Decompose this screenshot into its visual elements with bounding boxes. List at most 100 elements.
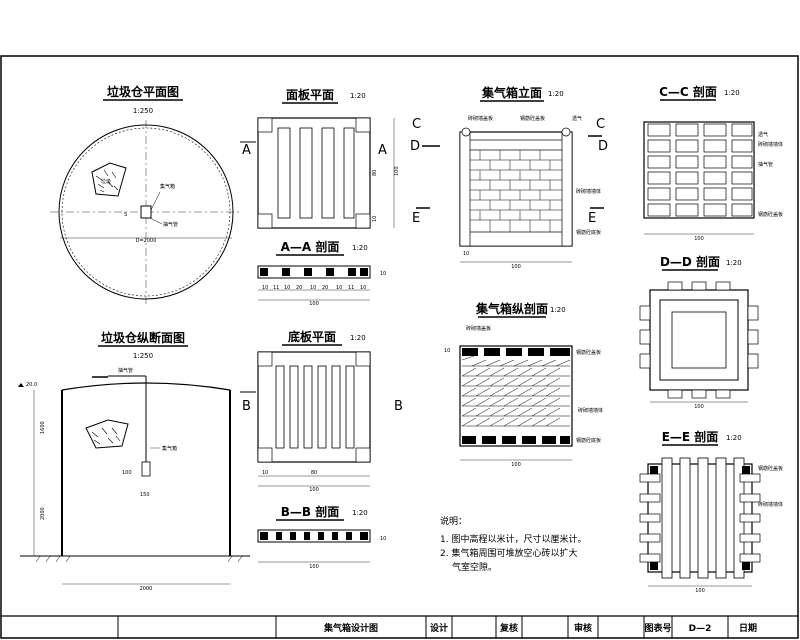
notes-heading: 说明： [440,515,467,527]
long-dim-10: 10 [444,348,450,354]
ee-label-1: 钢筋砼盖板 [758,465,783,472]
long-label-wall: 砖砌墙墙体 [578,407,603,414]
notes: 说明： 1. 图中高程以米计，尺寸以厘米计。 2. 集气箱周围可堆放空心砖以扩大… [440,515,586,573]
aa-scale: 1:20 [352,244,368,252]
ee-label-2: 砖砌墙墙体 [758,501,783,508]
panel-dim-10: 10 [372,216,378,222]
cc-label-2: 砖砌墙墙体 [758,141,783,148]
base-dim-100: 100 [309,487,319,493]
aa-dim-3: 20 [296,285,302,291]
panel-cut-a-right: A [378,143,387,158]
long-dim-100: 100 [511,462,521,468]
section-dim-base: 2000 [140,586,153,592]
plan-title: 垃圾仓平面图 [107,84,179,99]
title-design: 设计 [430,622,448,634]
collector-elevation: 集气箱立面 1:20 C D E C D E [410,85,608,270]
plan-scale: 1:250 [133,107,153,115]
aa-dim-4: 10 [310,285,316,291]
elev-cut-e-right: E [588,211,596,226]
elev-label-top: 砖砌墙盖板 [468,115,493,122]
elev-title: 集气箱立面 [481,85,542,100]
ee-scale: 1:20 [726,434,742,442]
plan-view: 垃圾仓平面图 1:250 垃圾 集气箱 抽气管 S D=2000 [50,84,242,304]
cc-scale: 1:20 [724,89,740,97]
title-review: 复核 [499,622,518,634]
plan-trash-blob [91,162,127,197]
section-dim-100: 100 [122,470,132,476]
base-dim-10: 10 [262,470,268,476]
section-pipe-label: 抽气管 [118,367,133,374]
plan-diameter: D=2000 [136,238,157,244]
cc-section: C—C 剖面 1:20 透气 砖砌墙墙体 抽气管 钢筋砼盖板 100 [643,84,783,242]
base-cut-b-left: B [242,399,251,414]
elev-cut-c-right: C [596,117,605,132]
cc-dim: 100 [694,236,704,242]
sheet-frame [0,55,799,639]
aa-dim-0: 10 [262,285,268,291]
bb-section: B—B 剖面 1:20 100 10 [257,504,386,570]
section-title: 垃圾仓纵断面图 [101,330,185,345]
aa-dim-h: 10 [380,271,386,277]
section-dim-150: 150 [140,492,150,498]
panel-plan: 面板平面 1:20 A A 100 80 10 [240,87,400,229]
section-elev: 20.0 [26,382,37,388]
aa-dim-5: 20 [322,285,328,291]
long-title: 集气箱纵剖面 [475,301,548,316]
elev-dim-100: 100 [511,264,521,270]
elev-label-mid: 钢筋砼盖板 [520,115,545,122]
section-dim-1600: 1600 [40,421,46,434]
plan-collector-box [140,205,152,219]
elev-label-base: 钢筋砼底板 [576,229,601,236]
title-sheet-no-label: 图表号 [644,622,671,634]
aa-dim-total: 100 [309,301,319,307]
section-dim-2000: 2000 [40,507,46,520]
title-block: 集气箱设计图 设计 复核 审核 图表号 D—2 日期 [1,615,798,638]
elev-label-vent: 透气 [572,115,582,122]
notes-item-3: 气室空隙。 [452,561,497,573]
panel-cut-a-left: A [242,143,251,158]
panel-scale: 1:20 [350,92,366,100]
collector-long-section: 集气箱纵剖面 1:20 砖砌墙盖板 钢筋砼盖板 砖砌墙墙体 钢筋砼底板 100 … [444,301,603,468]
dd-scale: 1:20 [726,259,742,267]
long-label-mid: 钢筋砼盖板 [576,349,601,356]
aa-dim-6: 10 [336,285,342,291]
notes-item-1: 1. 图中高程以米计，尺寸以厘米计。 [440,533,586,545]
elev-cut-d-left: D [410,139,420,154]
elev-label-wall: 砖砌墙墙体 [576,188,601,195]
long-label-top: 砖砌墙盖板 [466,325,491,332]
elev-dim-10: 10 [463,251,469,257]
aa-section: A—A 剖面 1:20 10 11 10 20 10 20 10 11 10 1… [257,239,386,307]
title-sheet-no: D—2 [689,624,712,634]
base-plan: 底板平面 1:20 B B 80 100 10 [240,329,403,493]
cc-label-4: 钢筋砼盖板 [758,211,783,218]
cc-label-1: 透气 [758,131,768,138]
long-label-base: 钢筋砼底板 [576,437,601,444]
bb-dim-total: 100 [309,564,319,570]
aa-dim-1: 11 [273,285,279,291]
dd-dim: 100 [694,404,704,410]
base-title: 底板平面 [288,329,336,344]
notes-item-2: 2. 集气箱周围可堆放空心砖以扩大 [440,547,577,559]
plan-collector-label: 集气箱 [160,183,175,190]
cc-title: C—C 剖面 [659,84,717,99]
base-cut-b-right: B [394,399,403,414]
aa-dim-2: 10 [284,285,290,291]
base-dim-80: 80 [311,470,317,476]
title-date: 日期 [739,622,757,634]
bb-title: B—B 剖面 [281,504,339,519]
plan-pipe-label: 抽气管 [163,221,178,228]
dd-section: D—D 剖面 1:20 100 [639,254,759,410]
elev-cut-d-right: D [598,139,608,154]
title-approve: 审核 [574,622,592,634]
bb-dim-h: 10 [380,536,386,542]
elev-cut-e-left: E [412,211,420,226]
section-view: 垃圾仓纵断面图 1:250 抽气管 集气箱 20.0 1600 2000 200… [18,330,250,592]
bb-scale: 1:20 [352,509,368,517]
panel-title: 面板平面 [286,87,334,102]
long-scale: 1:20 [550,306,566,314]
aa-title: A—A 剖面 [281,239,340,254]
ee-title: E—E 剖面 [662,429,719,444]
ee-section: E—E 剖面 1:20 钢筋砼盖板 砖砌墙墙体 100 [639,429,783,594]
plan-s-label: S [124,212,127,218]
